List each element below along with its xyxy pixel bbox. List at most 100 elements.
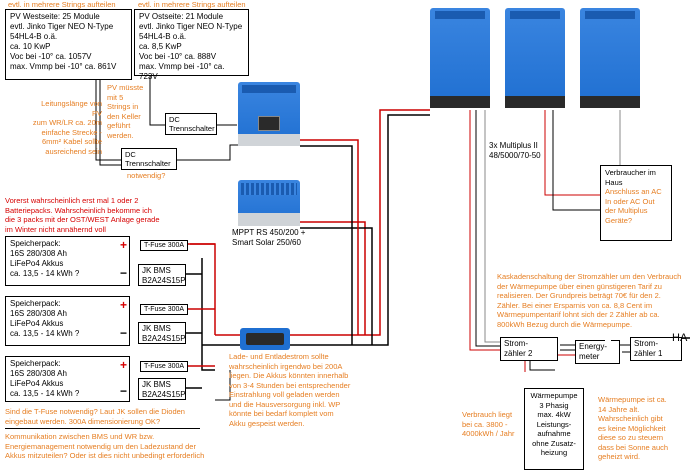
meter-label: zähler 1	[634, 349, 663, 358]
meter-label: meter	[579, 352, 600, 361]
battery-note-line: Vorerst wahrscheinlich erst mal 1 oder 2	[5, 196, 139, 205]
wire-bus-black	[201, 258, 215, 371]
pack-line: LiFePo4 Akkus	[10, 319, 64, 328]
ac-wire-3	[484, 110, 500, 343]
plus-terminal: +	[120, 238, 128, 252]
cascade-note-line: Wärmepumpentarif lohnt sich der 2 Zähler…	[497, 310, 660, 319]
heatpump-line: heizung	[540, 448, 568, 457]
pack-line: LiFePo4 Akkus	[10, 379, 64, 388]
minus-terminal: −	[120, 266, 128, 280]
consumer-title: Haus	[605, 177, 623, 187]
hp-age-line: 14 Jahre alt.	[598, 404, 640, 414]
multiplus-base	[430, 96, 490, 108]
consumer-note: In oder AC Out	[605, 196, 655, 206]
ac-wire-1	[469, 110, 500, 351]
divider	[5, 428, 200, 429]
cascade-note: Kaskadenschaltung der Stromzähler um den…	[497, 272, 681, 329]
heatpump-line: aufnahme	[537, 429, 571, 438]
pv-west-line-1: PV Westseite: 25 Module	[10, 12, 100, 21]
spacer	[605, 339, 611, 341]
pack-line: Speicherpack:	[10, 239, 61, 248]
smart-solar-device	[238, 180, 300, 226]
multiplus-vent	[510, 11, 560, 19]
pv-west-line-2: evtl. Jinko Tiger NEO N-Type	[10, 22, 114, 31]
dc-switch-label: DC	[125, 150, 136, 159]
pv-east-line-2: evtl. Jinko Tiger NEO N-Type	[139, 22, 243, 31]
charge-current-note: Lade- und Entladestrom sollte wahrschein…	[229, 352, 350, 428]
pv-east-note: evtl. in mehrere Strings aufteilen	[138, 0, 246, 9]
bms-line: B2A24S15P	[142, 390, 186, 399]
bms-line: B2A24S15P	[142, 276, 186, 285]
battery-note-line: Batteriepacks. Wahrscheinlich bekomme ic…	[5, 205, 152, 215]
wire-dc-to-mppt	[99, 80, 121, 166]
cable-note-line: zum WR/LR ca. 20m	[32, 118, 102, 127]
heatpump-line: Wärmepumpe	[530, 391, 578, 400]
comm-question-line: Kommunikation zwischen BMS und WR bzw.	[5, 432, 155, 441]
wire-shunt-to-mp-black	[290, 114, 430, 346]
spacer	[600, 337, 606, 339]
pv-east-line-3: 54HL4-B o.ä.	[139, 32, 187, 41]
cascade-note-line: Zähler. Bei einer Ersparnis von ca. 8,8 …	[497, 300, 653, 310]
consumer-title: Verbraucher im	[605, 168, 656, 177]
dc-switch-east: DC Trennschalter	[165, 113, 217, 135]
multiplus-unit-1	[430, 8, 490, 108]
multiplus-unit-2	[505, 8, 565, 108]
wire-pv-east-to-dc	[149, 75, 165, 126]
wire-mppt2-red	[300, 139, 359, 335]
heatpump-consumption-note: Verbrauch liegt bei ca. 3800 - 4000kWh /…	[462, 410, 515, 439]
cable-note-line: einfache Strecke -	[41, 127, 102, 137]
mppt-rs-terminal-cover	[238, 134, 300, 146]
pv-east-line-5: Voc bei -10° ca. 888V	[139, 52, 217, 61]
battery-note-line: die 3 packs mit der OST/WEST Anlage gera…	[5, 215, 160, 224]
communication-question: Kommunikation zwischen BMS und WR bzw. E…	[5, 432, 204, 461]
plus-terminal: +	[120, 298, 128, 312]
bms-line: JK BMS	[142, 380, 171, 389]
charge-note-line: Akku gespeist werden.	[229, 418, 305, 428]
pack-line: 16S 280/308 Ah	[10, 369, 67, 378]
charge-note-line: von 3-4 Stunden bei entsprechender	[229, 380, 351, 390]
pv-west-line-6: max. Vmmp bei -10° ca. 861V	[10, 62, 117, 71]
multiplus-label-line: 48/5000/70-50	[489, 151, 541, 160]
charge-note-line: Lade- und Entladestrom sollte	[229, 352, 329, 361]
minus-terminal: −	[120, 384, 128, 398]
multiplus-unit-3	[580, 8, 640, 108]
smart-solar-terminals	[238, 213, 300, 226]
multiplus-label-line: 3x Multiplus II	[489, 141, 538, 150]
pv-west-line-4: ca. 10 KwP	[10, 42, 51, 51]
hp-age-line: es keine Möglichkeit	[598, 423, 666, 433]
pv-split-line: werden.	[107, 130, 134, 140]
heatpump-line: max. 4kW	[537, 410, 571, 419]
heatpump-age-note: Wärmepumpe ist ca. 14 Jahre alt. Wahrsch…	[598, 395, 668, 462]
pack-line: LiFePo4 Akkus	[10, 259, 64, 268]
t-fuse-3: T-Fuse 300A	[140, 361, 189, 372]
hp-age-line: geheizt wird.	[598, 452, 641, 461]
heatpump-line: Leistungs-	[536, 419, 572, 429]
heat-pump-box: Wärmepumpe 3 Phasig max. 4kW Leistungs- …	[524, 388, 584, 470]
t-fuse-2: T-Fuse 300A	[140, 304, 189, 315]
cable-length-note: Leitungslänge von PV zum WR/LR ca. 20m e…	[30, 99, 102, 156]
multiplus-base	[505, 96, 565, 108]
hp-consumption-line: 4000kWh / Jahr	[462, 429, 515, 438]
multiplus-vent	[585, 11, 635, 19]
energy-meter: Energy- meter	[575, 340, 620, 364]
charge-note-line: könnte bei bedarf komplett vom	[229, 409, 334, 418]
hp-age-line: Wärmepumpe ist ca.	[598, 395, 667, 404]
pack-line: ca. 13,5 - 14 kWh ?	[10, 329, 80, 338]
minus-terminal: −	[120, 326, 128, 340]
electricity-meter-1: Strom- zähler 1	[630, 337, 682, 361]
wire-shunt-to-mp	[290, 109, 430, 336]
pv-west-line-5: Voc bei -10° ca. 1057V	[10, 52, 92, 61]
pv-east-box: PV Ostseite: 21 Module evtl. Jinko Tiger…	[134, 9, 249, 81]
bms-3: JK BMS B2A24S15P	[138, 378, 186, 400]
cable-note-line: 6mm² Kabel sollte	[41, 137, 102, 146]
mppt-label-line: MPPT RS 450/200 +	[232, 228, 306, 237]
consumer-note: Geräte?	[605, 215, 633, 225]
ac-wire-2	[475, 110, 500, 347]
wire-mppt-to-bus-black	[300, 227, 373, 345]
pv-east-line-4: ca. 8,5 KwP	[139, 42, 182, 51]
t-fuse-1: T-Fuse 300A	[140, 240, 189, 251]
bms-2: JK BMS B2A24S15P	[138, 322, 186, 344]
meter-label: zähler 2	[504, 349, 533, 358]
meter-label: Strom-	[504, 339, 528, 348]
battery-shunt	[240, 328, 290, 350]
